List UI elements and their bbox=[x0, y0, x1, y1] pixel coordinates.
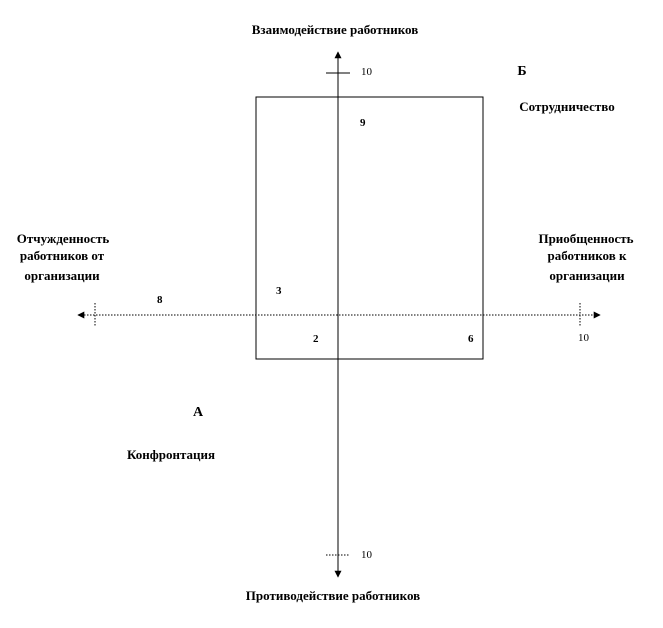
left-axis-label-line2: работников от bbox=[20, 248, 105, 263]
scale-bottom-value: 10 bbox=[361, 549, 373, 561]
quadrant-b-name: Сотрудничество bbox=[519, 99, 614, 114]
point-left-value: 3 bbox=[276, 285, 282, 297]
scale-right-value: 10 bbox=[578, 332, 590, 344]
right-axis-label-line3: организации bbox=[549, 268, 625, 283]
left-axis-label-line3: организации bbox=[24, 268, 100, 283]
point-right-value: 6 bbox=[468, 333, 474, 345]
quadrant-a-letter: А bbox=[193, 405, 204, 420]
left-axis-label-line1: Отчужденность bbox=[17, 231, 110, 246]
bottom-axis-label: Противодействие работников bbox=[246, 588, 420, 603]
scale-top-value: 10 bbox=[361, 66, 373, 78]
point-top-value: 9 bbox=[360, 117, 366, 129]
quadrant-a-name: Конфронтация bbox=[127, 447, 215, 462]
top-axis-label: Взаимодействие работников bbox=[252, 22, 419, 37]
quadrant-b-letter: Б bbox=[517, 64, 526, 79]
point-left-outer-value: 8 bbox=[157, 294, 163, 306]
right-axis-label-line2: работников к bbox=[547, 248, 627, 263]
point-bottom-value: 2 bbox=[313, 333, 319, 345]
profile-rectangle bbox=[255, 96, 484, 360]
right-axis-label-line1: Приобщенность bbox=[538, 231, 633, 246]
